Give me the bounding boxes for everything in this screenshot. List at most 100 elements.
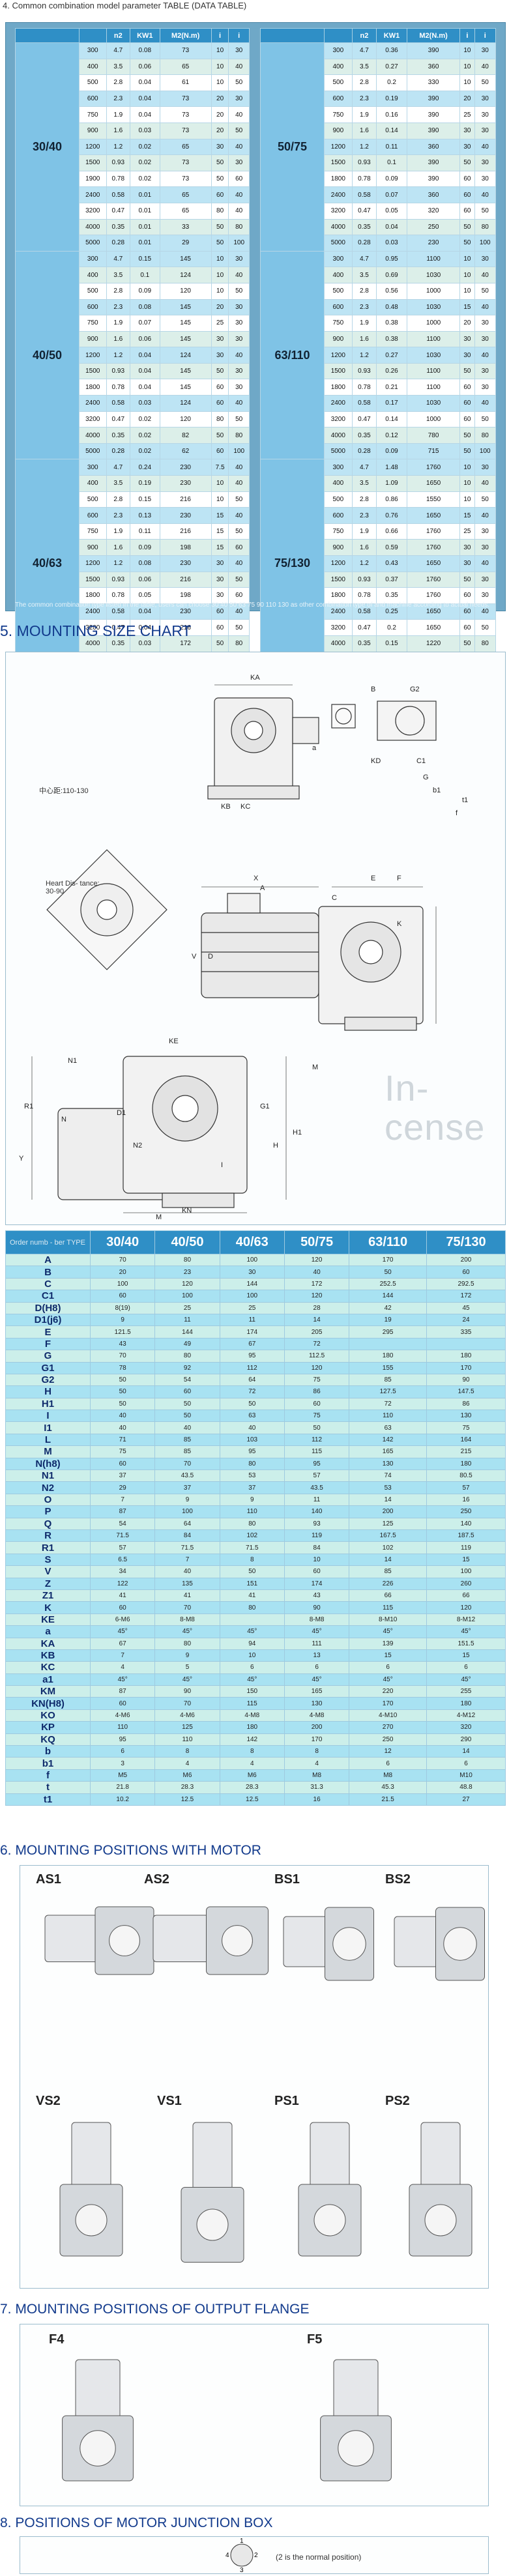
dimension-value-cell: 165: [349, 1445, 428, 1458]
combo-cell: 600: [79, 90, 107, 108]
combo-cell: 600: [79, 298, 107, 316]
dimension-value-cell: 3: [89, 1757, 156, 1770]
combo-cell: 40: [474, 347, 497, 364]
dimension-value-cell: 180: [219, 1721, 285, 1734]
combo-cell: 780: [406, 427, 461, 444]
dimension-value-cell: 80: [154, 1350, 220, 1363]
combo-cell: 1200: [324, 347, 353, 364]
combo-cell: 40: [228, 106, 250, 123]
motor-position-label: BS1: [274, 1872, 300, 1887]
dimension-value-cell: 112: [219, 1361, 285, 1374]
combo-cell: 30: [474, 154, 497, 171]
combo-cell: 30: [474, 330, 497, 348]
combo-cell: 2.8: [351, 282, 377, 300]
dimension-value-cell: 8-M8: [154, 1613, 220, 1627]
combo-cell: 216: [159, 523, 212, 540]
combo-cell: 30: [474, 459, 497, 476]
drawing-dimension-label: KE: [169, 1037, 179, 1045]
dimension-value-cell: 70: [89, 1253, 156, 1267]
dimension-value-cell: 292.5: [426, 1277, 506, 1291]
drawing-dimension-label: C: [332, 894, 337, 902]
dimension-value-cell: 87: [89, 1685, 156, 1698]
combo-cell: 40: [474, 186, 497, 203]
combo-cell: 5000: [79, 235, 107, 252]
dimension-value-cell: 115: [219, 1697, 285, 1710]
combo-cell: 2.3: [351, 507, 377, 524]
combo-cell: 60: [228, 170, 250, 188]
dimension-value-cell: 92: [154, 1361, 220, 1374]
combo-cell: 1500: [324, 571, 353, 588]
combo-cell: 1.9: [351, 315, 377, 332]
combo-cell: 0.06: [130, 58, 160, 76]
combo-cell: 230: [159, 507, 212, 524]
dimension-value-cell: 67: [89, 1637, 156, 1650]
combo-cell: 0.78: [106, 379, 131, 396]
combo-cell: 50: [228, 282, 250, 300]
dimension-value-cell: 50: [349, 1266, 428, 1279]
dimension-key-cell: E: [5, 1325, 91, 1339]
dimension-value-cell: 45°: [284, 1673, 350, 1686]
dimension-value-cell: 87: [89, 1505, 156, 1518]
combo-cell: 1650: [406, 603, 461, 620]
dimension-value-cell: 90: [154, 1685, 220, 1698]
combo-cell: 0.25: [376, 603, 407, 620]
dimension-value-cell: 8(19): [89, 1301, 156, 1314]
combo-cell: 80: [474, 218, 497, 236]
combo-cell: 1200: [79, 555, 107, 572]
dimension-value-cell: 45.3: [349, 1781, 428, 1794]
dimension-value-cell: 12.5: [219, 1793, 285, 1806]
dimension-value-cell: 25: [154, 1301, 220, 1314]
dimension-value-cell: 45°: [349, 1625, 428, 1638]
combo-cell: 0.05: [376, 202, 407, 220]
combo-cell: 50: [211, 154, 229, 171]
dimension-value-cell: 14: [349, 1553, 428, 1567]
heart-distance-label: Heart Dis- tance: 30-90: [46, 880, 100, 895]
combo-cell: 50: [211, 362, 229, 380]
dimension-value-cell: 144: [219, 1277, 285, 1291]
combo-cell: 50: [474, 74, 497, 91]
dimension-value-cell: 144: [349, 1290, 428, 1303]
dimension-key-cell: D1(j6): [5, 1313, 91, 1327]
dimension-value-cell: 180: [426, 1457, 506, 1471]
dimension-key-cell: G2: [5, 1373, 91, 1387]
combo-cell: 65: [159, 202, 212, 220]
dimension-key-cell: KE: [5, 1613, 91, 1627]
combo-cell: 1200: [79, 347, 107, 364]
combo-cell: 50: [459, 362, 475, 380]
dimension-value-cell: 9: [89, 1313, 156, 1327]
dimension-value-cell: 84: [154, 1529, 220, 1542]
dimension-value-cell: 6-M6: [89, 1613, 156, 1627]
dimension-value-cell: 151.5: [426, 1637, 506, 1650]
combo-cell: 0.26: [376, 362, 407, 380]
dimension-value-cell: 60: [284, 1565, 350, 1578]
dimension-value-cell: [426, 1337, 506, 1351]
motor-position-label: BS2: [385, 1872, 411, 1887]
combo-cell: 20: [211, 298, 229, 316]
motor-position-label: PS1: [274, 2094, 299, 2108]
dimension-value-cell: 290: [426, 1733, 506, 1746]
combo-cell: 230: [159, 475, 212, 492]
dimension-value-cell: 335: [426, 1325, 506, 1339]
dimension-key-cell: N(h8): [5, 1457, 91, 1471]
dimension-value-cell: 45: [426, 1301, 506, 1314]
combo-cell: 40: [228, 395, 250, 412]
dimension-key-cell: S: [5, 1553, 91, 1567]
combo-cell: 0.78: [351, 170, 377, 188]
dimension-value-cell: 110: [89, 1721, 156, 1734]
